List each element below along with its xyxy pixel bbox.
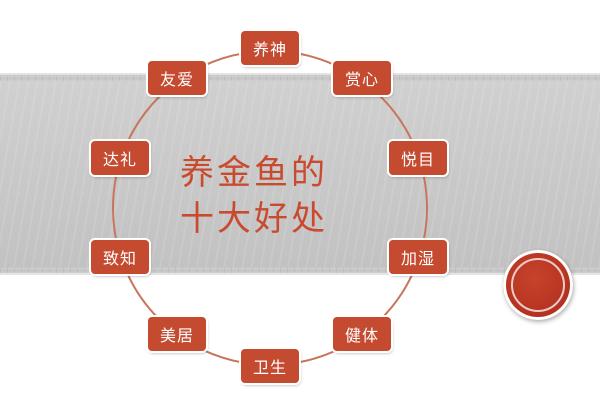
benefit-node-jiashi: 加湿 (389, 240, 447, 274)
benefit-node-yangshen: 养神 (241, 31, 299, 65)
benefit-node-shangxin: 赏心 (333, 61, 391, 95)
benefit-node-jianti: 健体 (333, 317, 391, 351)
title-line-1: 养金鱼的 (180, 153, 328, 193)
title-line-2: 十大好处 (180, 199, 328, 239)
benefit-node-weisheng: 卫生 (241, 349, 299, 383)
benefit-node-dali: 达礼 (91, 141, 149, 175)
benefit-node-youai: 友爱 (148, 61, 206, 95)
benefit-node-zhizhi: 致知 (91, 240, 149, 274)
decorative-seal (503, 250, 573, 320)
benefit-node-meiju: 美居 (148, 317, 206, 351)
diagram-title: 养金鱼的 十大好处 (180, 150, 350, 242)
benefit-node-yuemu: 悦目 (389, 141, 447, 175)
